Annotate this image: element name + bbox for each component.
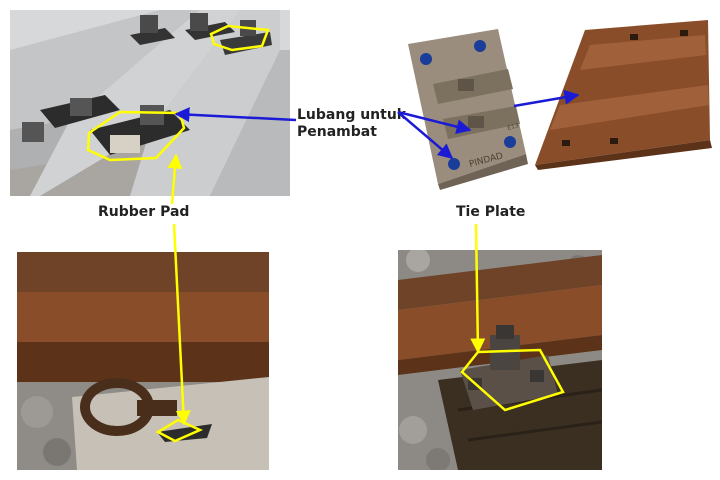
label-fastener-hole: Lubang untuk Penambat — [297, 107, 406, 141]
photo-pindad-tie-plate: PINDAD E13 — [398, 24, 534, 190]
plate-code-stamp: E13 — [507, 122, 520, 132]
photo-rail-with-clip — [17, 252, 269, 470]
photo-rail-with-tie-plate — [398, 250, 602, 470]
label-fastener-hole-line1: Lubang untuk — [297, 107, 407, 123]
label-tie-plate: Tie Plate — [456, 204, 526, 220]
label-fastener-hole-line2: Penambat — [297, 124, 377, 140]
label-rubber-pad: Rubber Pad — [98, 204, 190, 220]
photo-concrete-sleepers — [10, 10, 290, 196]
photo-rusty-tie-plate — [530, 20, 715, 170]
